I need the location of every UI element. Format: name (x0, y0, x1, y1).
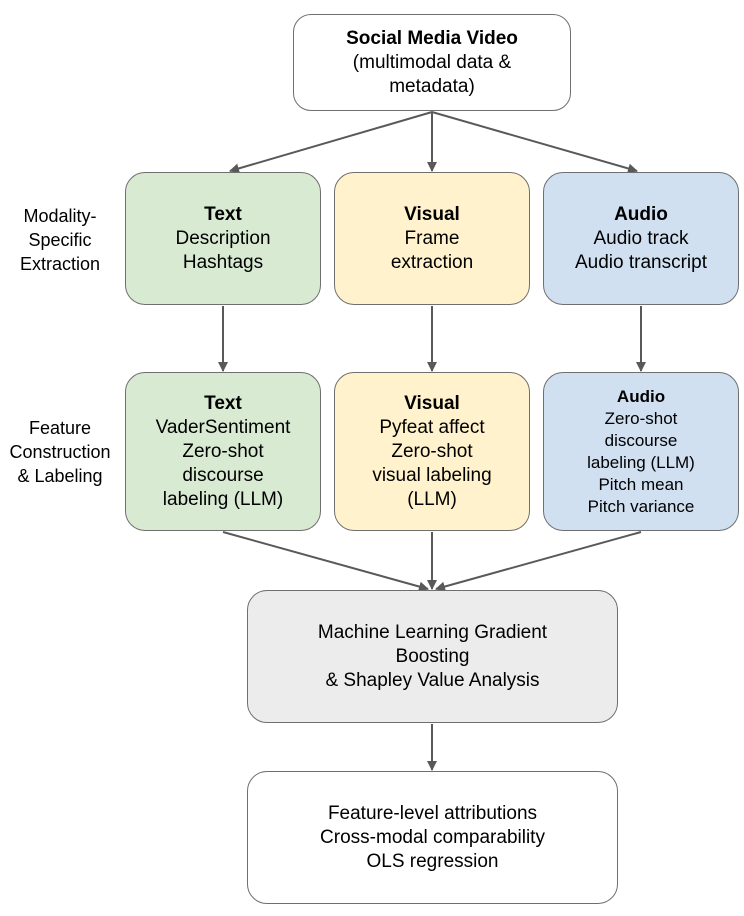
box-line: Zero-shot (391, 440, 473, 462)
arrow-audio-feature-to-model (435, 531, 642, 592)
audio-extraction-box: Audio Audio track Audio transcript (543, 172, 739, 305)
box-line: OLS regression (366, 850, 499, 872)
box-line: Audio track (593, 227, 689, 249)
box-title: Visual (404, 203, 460, 225)
box-line: Cross-modal comparability (320, 826, 545, 848)
output-box: Feature-level attributions Cross-modal c… (247, 771, 618, 904)
arrow-root-to-audio (431, 111, 638, 174)
box-line: Audio transcript (574, 251, 707, 273)
box-line: labeling (LLM) (162, 488, 284, 510)
box-line: Frame (404, 227, 460, 249)
box-line: visual labeling (372, 464, 492, 486)
box-title: Visual (404, 392, 460, 414)
root-line: metadata) (389, 75, 475, 97)
side-label-extraction: Modality- Specific Extraction (19, 206, 101, 274)
visual-extraction-box: Visual Frame extraction (334, 172, 530, 305)
box-line: Pitch variance (587, 496, 695, 516)
box-line: & Shapley Value Analysis (325, 669, 540, 691)
text-feature-box: Text VaderSentiment Zero-shot discourse … (125, 372, 321, 531)
arrow-root-to-text (229, 111, 433, 174)
box-line: Feature-level attributions (327, 802, 538, 824)
box-line: Boosting (395, 645, 470, 667)
box-title: Audio (614, 203, 668, 225)
box-line: (LLM) (407, 488, 457, 510)
model-box: Machine Learning Gradient Boosting & Sha… (247, 590, 618, 723)
side-label-construction: Feature Construction & Labeling (9, 418, 111, 486)
root-title: Social Media Video (346, 27, 518, 49)
root-line: (multimodal data & (352, 51, 512, 73)
box-line: extraction (390, 251, 474, 273)
box-line: labeling (LLM) (587, 452, 695, 472)
arrow-text-feature-to-model (222, 531, 429, 592)
box-line: discourse (182, 464, 264, 486)
box-line: Hashtags (182, 251, 264, 273)
box-line: Pitch mean (598, 474, 684, 494)
box-line: VaderSentiment (155, 416, 291, 438)
box-title: Audio (616, 386, 666, 406)
box-line: Description (175, 227, 271, 249)
audio-feature-box: Audio Zero-shot discourse labeling (LLM)… (543, 372, 739, 531)
box-line: Pyfeat affect (379, 416, 485, 438)
box-line: Zero-shot (182, 440, 264, 462)
visual-feature-box: Visual Pyfeat affect Zero-shot visual la… (334, 372, 530, 531)
social-media-video-box: Social Media Video (multimodal data & me… (293, 14, 571, 111)
box-title: Text (204, 203, 242, 225)
box-line: Zero-shot (604, 408, 678, 428)
text-extraction-box: Text Description Hashtags (125, 172, 321, 305)
box-line: Machine Learning Gradient (317, 621, 548, 643)
box-line: discourse (604, 430, 678, 450)
box-title: Text (204, 392, 242, 414)
